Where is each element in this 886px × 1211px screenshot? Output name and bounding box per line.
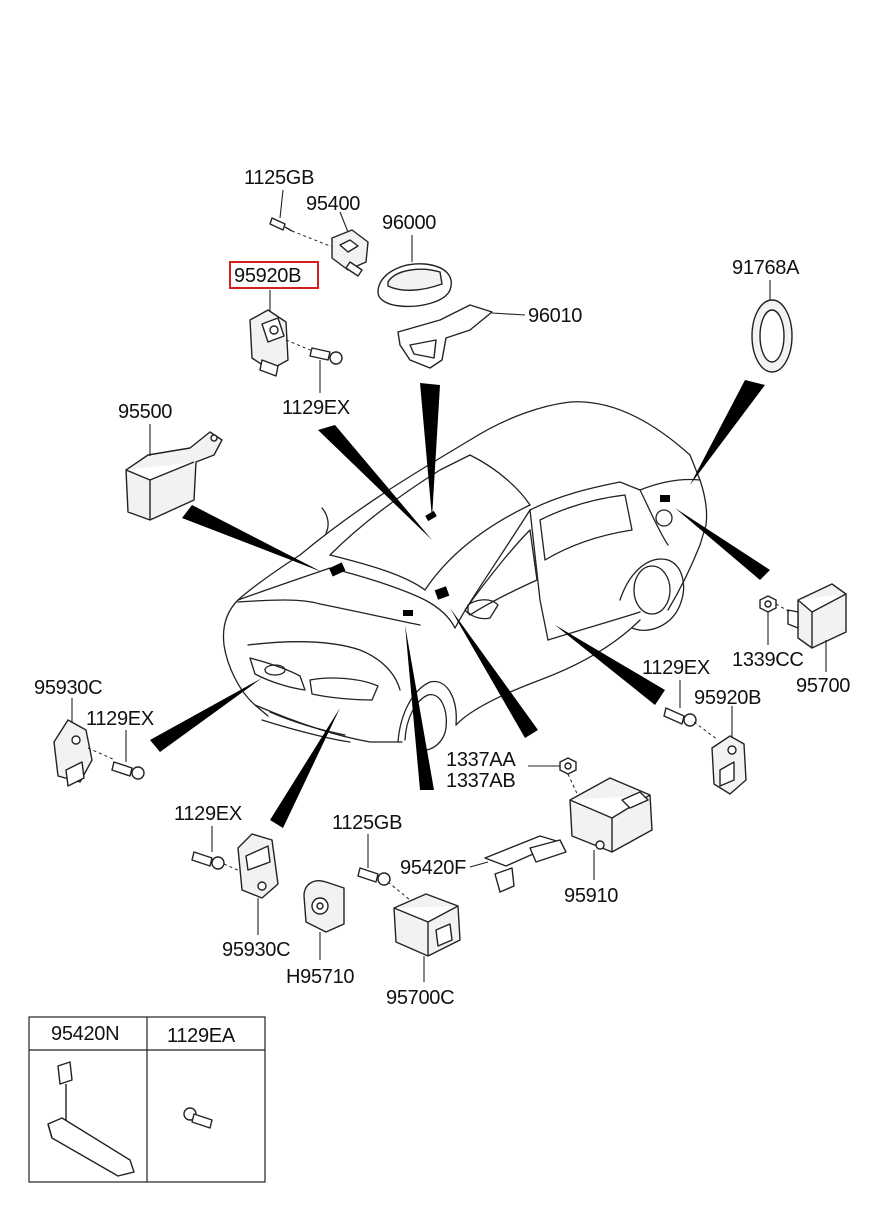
module-95700c bbox=[393, 893, 461, 982]
label-1339cc[interactable]: 1339CC bbox=[732, 649, 804, 671]
bolt-1125gb-bottom bbox=[357, 834, 411, 901]
legend-header-1129ea[interactable]: 1129EA bbox=[167, 1025, 236, 1047]
label-95930c-bottom[interactable]: 95930C bbox=[222, 939, 291, 961]
label-1125gb-top[interactable]: 1125GB bbox=[244, 167, 314, 189]
bolt-1129ex-left bbox=[111, 730, 145, 780]
label-95400[interactable]: 95400 bbox=[306, 193, 361, 215]
module-95400 bbox=[331, 211, 369, 277]
control-unit-95910 bbox=[569, 777, 653, 880]
label-91768a[interactable]: 91768A bbox=[732, 257, 800, 279]
label-1337ab[interactable]: 1337AB bbox=[446, 770, 516, 792]
label-95420f[interactable]: 95420F bbox=[400, 857, 466, 879]
label-1129ex-left[interactable]: 1129EX bbox=[86, 708, 154, 730]
sensor-95930c-left bbox=[53, 698, 116, 787]
cover-96000 bbox=[377, 235, 452, 308]
label-1129ex-top[interactable]: 1129EX bbox=[282, 397, 350, 419]
bracket-95420f bbox=[469, 835, 567, 893]
cable-95420n bbox=[47, 1061, 135, 1177]
pointer-wedges bbox=[150, 380, 770, 828]
label-95920b-top[interactable]: 95920B bbox=[234, 265, 301, 287]
label-96000[interactable]: 96000 bbox=[382, 212, 437, 234]
label-95920b-right[interactable]: 95920B bbox=[694, 687, 761, 709]
part-labels: 1125GB 95400 96000 91768A 95920B 96010 1… bbox=[34, 167, 851, 1009]
label-95910[interactable]: 95910 bbox=[564, 885, 619, 907]
label-95500[interactable]: 95500 bbox=[118, 401, 173, 423]
nut-1339cc bbox=[759, 595, 791, 645]
sensor-h95710 bbox=[303, 880, 345, 960]
car-illustration bbox=[222, 401, 708, 751]
nut-1337aa bbox=[528, 757, 581, 801]
accessory-legend-table: 95420N 1129EA bbox=[28, 1016, 266, 1183]
sensor-95920b-top bbox=[249, 290, 316, 377]
label-95700c[interactable]: 95700C bbox=[386, 987, 455, 1009]
grommet-91768a bbox=[751, 280, 793, 373]
bolt-1129ex-top bbox=[309, 347, 343, 393]
sensor-95920b-right bbox=[711, 706, 747, 795]
legend-header-95420n[interactable]: 95420N bbox=[51, 1023, 120, 1045]
label-1337aa[interactable]: 1337AA bbox=[446, 749, 517, 771]
sensor-95930c-bottom bbox=[237, 833, 279, 935]
bolt-1129ex-bottom bbox=[191, 826, 243, 873]
label-95700[interactable]: 95700 bbox=[796, 675, 851, 697]
label-95930c-left[interactable]: 95930C bbox=[34, 677, 103, 699]
bolt-1129ex-right bbox=[663, 680, 719, 741]
label-1129ex-bottom[interactable]: 1129EX bbox=[174, 803, 242, 825]
label-1129ex-right[interactable]: 1129EX bbox=[642, 657, 710, 679]
module-95500 bbox=[125, 424, 223, 521]
bolt-1129ea bbox=[183, 1107, 213, 1129]
label-h95710[interactable]: H95710 bbox=[286, 966, 355, 988]
highlight-box-95920b bbox=[229, 261, 319, 289]
module-95700 bbox=[787, 583, 847, 672]
bolt-1125gb-top bbox=[269, 189, 336, 249]
label-1125gb-bottom[interactable]: 1125GB bbox=[332, 812, 402, 834]
bracket-96010 bbox=[397, 304, 526, 369]
label-96010[interactable]: 96010 bbox=[528, 305, 583, 327]
